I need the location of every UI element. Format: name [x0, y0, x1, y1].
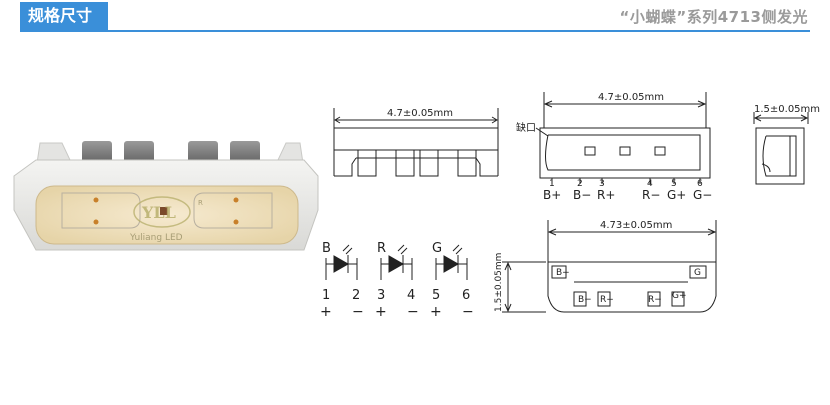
pin-number: 6 — [697, 179, 703, 189]
led-chip — [93, 219, 99, 225]
pin-number: 5 — [671, 179, 677, 189]
diode-pin-number: 5 — [432, 288, 440, 303]
brand-logo-mark — [133, 196, 191, 228]
section-label: 规格尺寸 — [20, 2, 108, 30]
led-chip — [233, 197, 239, 203]
polarity-sign: + — [430, 304, 442, 320]
end-view-width-dim: 1.5±0.05mm — [754, 104, 820, 115]
top-view-width-dim: 4.7±0.05mm — [598, 92, 664, 103]
side-view-drawing — [333, 108, 499, 177]
pad-label: G — [694, 268, 701, 278]
pin-label: G− — [693, 188, 712, 202]
notch-label: 缺口 — [516, 121, 536, 134]
pad-label: R− — [648, 295, 662, 305]
led-chip — [233, 219, 239, 225]
bottom-view-drawing — [502, 220, 717, 313]
bottom-view-width-dim: 4.73±0.05mm — [600, 220, 672, 231]
diode-pin-number: 1 — [322, 288, 330, 303]
pin-number: 2 — [577, 179, 583, 189]
polarity-sign: + — [320, 304, 332, 320]
pin-number: 4 — [647, 179, 653, 189]
pin-label: B+ — [543, 188, 561, 202]
led-chip — [93, 197, 99, 203]
pad-label: B+ — [556, 268, 570, 278]
pin-number: 1 — [549, 179, 555, 189]
pad-label: G+ — [672, 291, 687, 301]
top-view-drawing — [535, 92, 711, 184]
pin-tab — [188, 141, 218, 165]
polarity-sign: − — [352, 304, 364, 320]
diode-pin-number: 3 — [377, 288, 385, 303]
page-title: “小蝴蝶”系列4713侧发光 — [619, 8, 808, 26]
diode-green — [435, 244, 468, 280]
bottom-view-height-dim: 1.5±0.05mm — [494, 253, 504, 312]
polarity-sign: − — [462, 304, 474, 320]
diode-color-label: G — [432, 241, 442, 256]
pin-tab — [230, 141, 260, 165]
diode-color-label: B — [322, 241, 331, 256]
led-die — [160, 207, 168, 215]
pin-label: G+ — [667, 188, 686, 202]
header-divider — [20, 30, 810, 32]
brand-logo-text: YLL — [141, 203, 176, 222]
pin-number: 3 — [599, 179, 605, 189]
pin-tab — [124, 141, 154, 165]
registered-mark: R — [198, 199, 203, 207]
diode-pin-number: 4 — [407, 288, 415, 303]
pin-label: B− — [573, 188, 591, 202]
brand-name: Yuliang LED — [129, 233, 183, 243]
polarity-sign: − — [407, 304, 419, 320]
diode-red — [380, 244, 413, 280]
polarity-sign: + — [375, 304, 387, 320]
diode-color-label: R — [377, 241, 386, 256]
pin-tab — [82, 141, 112, 165]
diode-pin-number: 2 — [352, 288, 360, 303]
diode-pin-number: 6 — [462, 288, 470, 303]
diode-blue — [325, 244, 358, 280]
pad-label: R+ — [600, 295, 614, 305]
side-view-width-dim: 4.7±0.05mm — [387, 108, 453, 119]
pin-label: R+ — [597, 188, 615, 202]
diode-schematic — [325, 244, 468, 280]
end-view-drawing — [753, 112, 809, 185]
pad-label: B− — [578, 295, 592, 305]
header-bar: 规格尺寸 “小蝴蝶”系列4713侧发光 — [0, 0, 830, 34]
pin-label: R− — [642, 188, 660, 202]
